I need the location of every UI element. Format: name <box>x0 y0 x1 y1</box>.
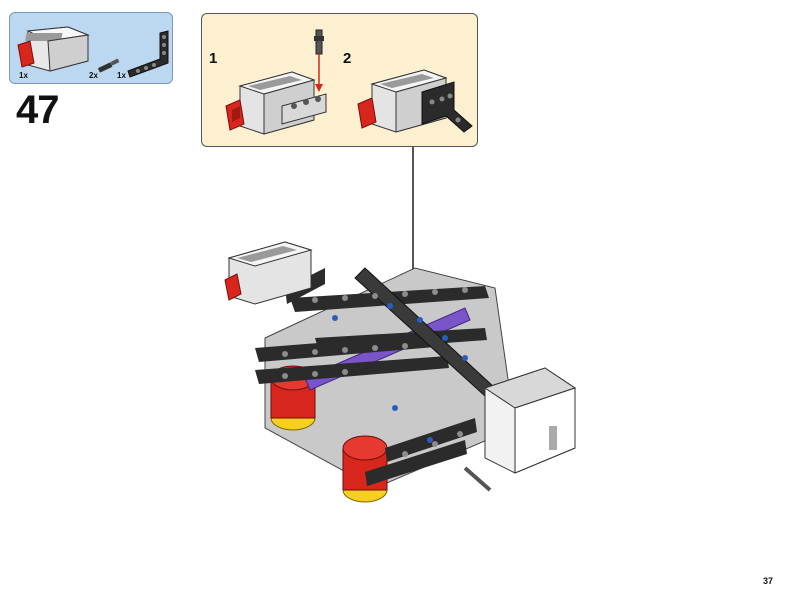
part-qty-bent-beam: 1x <box>117 71 126 80</box>
parts-list-illustration <box>17 26 169 78</box>
bent-beam-part-icon <box>127 30 169 78</box>
step-number: 47 <box>16 88 59 132</box>
callout-connector-line <box>412 146 414 279</box>
substep-1-label: 1 <box>209 50 218 67</box>
substep-2-label: 2 <box>343 50 352 67</box>
axle-pin-part-icon <box>98 58 120 73</box>
large-motor-part-icon <box>17 26 90 72</box>
main-assembly-illustration <box>224 241 577 503</box>
part-qty-axle-pin: 2x <box>89 71 98 80</box>
callout-illustration <box>225 29 473 135</box>
sub-assembly-callout: 1 2 <box>201 13 478 147</box>
page-number: 37 <box>763 576 774 586</box>
right-motor-illustration <box>483 367 577 474</box>
axle-pin-insert-illustration <box>314 29 324 92</box>
substep-1-motor-illustration <box>225 71 327 135</box>
wheel-right-illustration <box>342 435 388 503</box>
substep-2-motor-illustration <box>357 69 473 133</box>
top-motor-illustration <box>224 241 313 305</box>
part-qty-motor: 1x <box>19 71 28 80</box>
parts-list-box: 1x 2x 1x <box>9 12 173 84</box>
